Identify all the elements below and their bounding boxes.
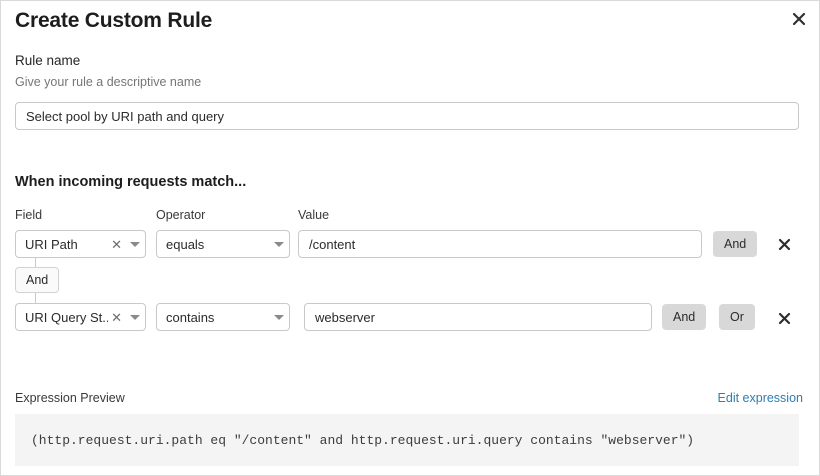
value-input-row-1[interactable] <box>298 230 702 258</box>
rule-name-label: Rule name <box>15 53 81 68</box>
connector-and-badge[interactable]: And <box>15 267 60 293</box>
chevron-down-icon[interactable] <box>269 241 289 247</box>
value-input-row-2[interactable] <box>304 303 652 331</box>
field-select-row-2[interactable]: URI Query St... ✕ <box>15 303 146 331</box>
field-select-row-1[interactable]: URI Path ✕ <box>15 230 146 258</box>
remove-condition-button-row-1[interactable] <box>775 235 793 253</box>
or-button-row-2[interactable]: Or <box>719 304 755 330</box>
expression-preview-text: (http.request.uri.path eq "/content" and… <box>31 432 695 448</box>
and-button-row-1[interactable]: And <box>713 231 758 257</box>
connector-line-top <box>35 258 36 268</box>
chevron-down-icon[interactable] <box>269 314 289 320</box>
remove-condition-button-row-2[interactable] <box>775 309 793 327</box>
clear-icon[interactable]: ✕ <box>111 309 122 325</box>
clear-icon[interactable]: ✕ <box>111 236 122 252</box>
match-section-heading: When incoming requests match... <box>15 174 247 190</box>
expression-preview-box: (http.request.uri.path eq "/content" and… <box>15 414 799 466</box>
operator-select-value-row-1: equals <box>166 236 205 252</box>
column-header-field: Field <box>15 208 43 222</box>
rule-name-help-text: Give your rule a descriptive name <box>15 75 202 89</box>
edit-expression-link[interactable]: Edit expression <box>717 391 803 405</box>
connector-line-bottom <box>35 293 36 304</box>
column-header-value: Value <box>298 208 330 222</box>
operator-select-row-1[interactable]: equals <box>156 230 290 258</box>
dialog-title: Create Custom Rule <box>15 9 213 32</box>
expression-preview-label: Expression Preview <box>15 391 125 405</box>
field-select-value-row-1: URI Path <box>25 236 78 252</box>
field-select-value-row-2: URI Query St... <box>25 309 109 325</box>
chevron-down-icon[interactable] <box>125 314 145 320</box>
rule-name-input[interactable] <box>15 102 799 130</box>
and-button-row-2[interactable]: And <box>662 304 707 330</box>
operator-select-value-row-2: contains <box>166 309 215 325</box>
chevron-down-icon[interactable] <box>125 241 145 247</box>
close-icon[interactable] <box>788 8 810 30</box>
column-header-operator: Operator <box>156 208 206 222</box>
operator-select-row-2[interactable]: contains <box>156 303 290 331</box>
